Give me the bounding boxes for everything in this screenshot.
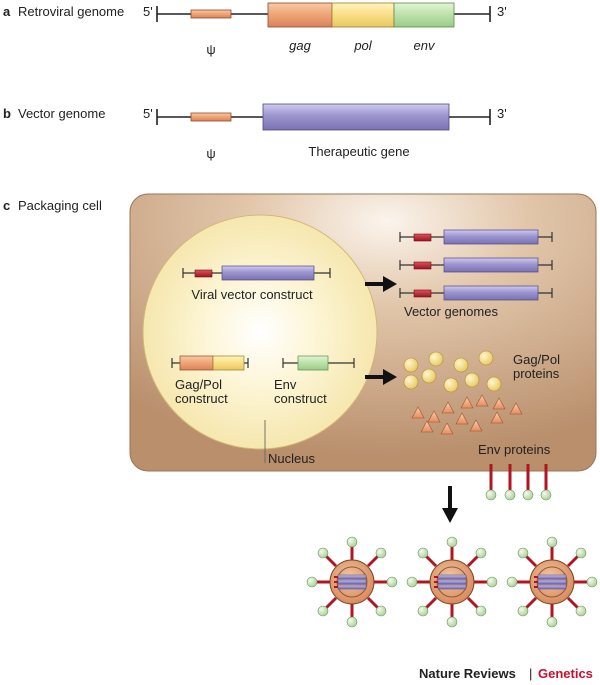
therapeutic-gene-segment [262, 103, 450, 131]
gagpol-proteins [403, 350, 502, 393]
nucleus-label: Nucleus [268, 451, 315, 466]
viral-vector-construct [182, 265, 331, 281]
gagpol-proteins-label-line1: Gag/Pol [513, 352, 560, 367]
panel-b: b Vector genome 5' 3' ψ Therapeutic gene [3, 103, 507, 161]
virion [506, 536, 598, 628]
env-label: env [414, 38, 436, 53]
nucleus [142, 214, 378, 450]
gagpol-proteins-label-line2: proteins [513, 366, 560, 381]
panel-c-letter: c [3, 198, 10, 213]
five-prime-label: 5' [143, 106, 153, 121]
vector-genome [399, 229, 553, 245]
credit-separator: | [529, 666, 532, 681]
gagpol-construct-label-line1: Gag/Pol [175, 377, 222, 392]
panel-a-letter: a [3, 4, 11, 19]
pol-label: pol [353, 38, 372, 53]
env-construct-label-line2: construct [274, 391, 327, 406]
psi-segment [190, 9, 232, 19]
psi-label: ψ [206, 146, 215, 161]
vector-genome [399, 257, 553, 273]
panel-b-letter: b [3, 106, 11, 121]
vector-genomes-label: Vector genomes [404, 304, 498, 319]
arrow-down-icon [442, 486, 458, 523]
psi-label: ψ [206, 42, 215, 57]
panel-b-title: Vector genome [18, 106, 105, 121]
virion [406, 536, 498, 628]
panel-c: c Packaging cell Viral vector construct … [3, 193, 597, 523]
viral-vector-construct-label: Viral vector construct [191, 287, 313, 302]
gagpol-construct-label-line2: construct [175, 391, 228, 406]
arrow-right-icon [365, 276, 397, 292]
panel-a-title: Retroviral genome [18, 4, 124, 19]
journal-section: Genetics [538, 666, 593, 681]
arrow-right-icon [365, 369, 397, 385]
gag-label: gag [289, 38, 311, 53]
env-construct-label-line1: Env [274, 377, 297, 392]
vector-genome [399, 285, 553, 301]
gagpol-construct [171, 355, 249, 371]
env-construct [282, 355, 355, 371]
env-segment [393, 2, 455, 28]
three-prime-label: 3' [497, 4, 507, 19]
virion [306, 536, 398, 628]
membrane-env-proteins [485, 464, 552, 501]
pol-segment [331, 2, 395, 28]
therapeutic-gene-label: Therapeutic gene [308, 144, 409, 159]
panel-c-title: Packaging cell [18, 198, 102, 213]
three-prime-label: 3' [497, 106, 507, 121]
journal-name: Nature Reviews [419, 666, 516, 681]
env-proteins-label: Env proteins [478, 442, 551, 457]
psi-segment [190, 112, 232, 122]
journal-credit: Nature Reviews | Genetics [419, 666, 593, 681]
panel-a: a Retroviral genome 5' 3' ψ gag pol env [3, 2, 507, 57]
gag-segment [267, 2, 333, 28]
five-prime-label: 5' [143, 4, 153, 19]
env-proteins [411, 394, 523, 435]
